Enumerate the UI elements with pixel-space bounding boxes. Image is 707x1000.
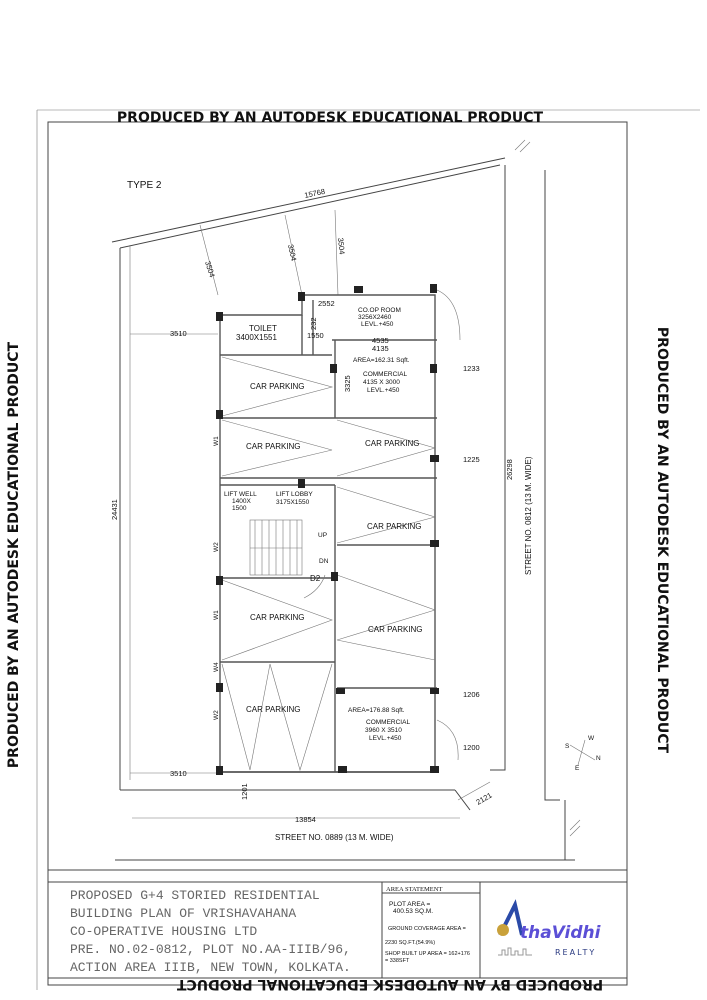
site-boundary: 15768 24431 26298 3504 3504 3504 3510 35…: [110, 157, 514, 824]
room-commercial-1-level: LEVL.+450: [367, 387, 400, 394]
shop-area-label: SHOP BUILT UP AREA = 162+176: [385, 951, 470, 957]
room-commercial-2-area: AREA=176.88 Sqft.: [348, 707, 405, 714]
title-line-3: CO-OPERATIVE HOUSING LTD: [70, 924, 257, 939]
dim-left-height: 24431: [110, 499, 119, 520]
title-line-2: BUILDING PLAN OF VRISHAVAHANA: [70, 906, 296, 921]
car-parking-7: CAR PARKING: [246, 705, 301, 714]
dim-setback-b: 3504: [286, 244, 298, 262]
dim-4535: 4535: [372, 336, 389, 345]
dim-4135: 4135: [372, 344, 389, 353]
stair-up: UP: [318, 532, 327, 539]
dim-right-1233: 1233: [463, 364, 480, 373]
room-coop: CO.OP ROOM: [358, 307, 401, 314]
shop-area-value: = 338SFT: [385, 958, 410, 964]
car-parking-5: CAR PARKING: [250, 613, 305, 622]
compass-w: W: [588, 735, 595, 742]
logo-text: thaVidhi: [520, 923, 602, 943]
room-commercial-2: COMMERCIAL: [366, 719, 410, 726]
window-w1-a: W1: [213, 436, 220, 446]
window-w1-b: W1: [213, 610, 220, 620]
dim-right-height: 26298: [505, 459, 514, 480]
compass-icon: W S N E: [565, 735, 601, 772]
room-commercial-1-area: AREA=162.31 Sqft.: [353, 357, 410, 364]
watermark-right: PRODUCED BY AN AUTODESK EDUCATIONAL PROD…: [654, 327, 670, 754]
drawing-type-label: TYPE 2: [127, 180, 162, 191]
dim-corner: 2121: [475, 791, 494, 807]
dim-right-1200: 1200: [463, 743, 480, 752]
sheet-frame: [36, 109, 700, 990]
dim-setback-c: 3504: [336, 237, 347, 255]
compass-e: E: [575, 765, 580, 772]
title-line-4: PRE. NO.02-0812, PLOT NO.AA-IIIB/96,: [70, 942, 351, 957]
window-w4: W4: [213, 662, 220, 672]
room-commercial-2-size: 3960 X 3510: [365, 727, 402, 734]
car-parking-6: CAR PARKING: [368, 625, 423, 634]
dim-2552: 2552: [318, 299, 335, 308]
columns: [216, 284, 439, 775]
dim-setback-a: 3504: [203, 260, 217, 279]
ground-coverage-label: GROUND COVERAGE AREA =: [388, 926, 466, 932]
ground-coverage-value: 2230 SQ.FT.(54.9%): [385, 940, 435, 946]
window-w2-a: W2: [213, 542, 220, 552]
title-line-5: ACTION AREA IIIB, NEW TOWN, KOLKATA.: [70, 960, 351, 975]
dim-right-1206: 1206: [463, 690, 480, 699]
watermark-top: PRODUCED BY AN AUTODESK EDUCATIONAL PROD…: [117, 110, 544, 126]
car-parking-1: CAR PARKING: [250, 382, 305, 391]
lift-well-size-1: 1400X: [232, 498, 251, 505]
room-commercial-1-size: 4135 X 3000: [363, 379, 400, 386]
lift-well-size-2: 1500: [232, 505, 247, 512]
room-toilet: TOILET: [249, 324, 277, 333]
street-bottom-label: STREET NO. 0889 (13 M. WIDE): [275, 833, 394, 842]
plot-area-value: 400.53 SQ.M.: [393, 908, 433, 915]
staircase: [249, 519, 303, 576]
compass-s: S: [565, 743, 570, 750]
room-toilet-size: 3400X1551: [236, 333, 277, 342]
dim-left-top: 3510: [170, 329, 187, 338]
stair-down: DN: [319, 558, 329, 565]
streets: STREET NO. 0812 (13 M. WIDE) STREET NO. …: [115, 139, 581, 861]
window-w2-b: W2: [213, 710, 220, 720]
watermark-left: PRODUCED BY AN AUTODESK EDUCATIONAL PROD…: [6, 341, 22, 768]
room-coop-level: LEVL.+450: [361, 321, 394, 328]
watermark-bottom: PRODUCED BY AN AUTODESK EDUCATIONAL PROD…: [176, 976, 603, 992]
room-commercial-2-level: LEVL.+450: [369, 735, 402, 742]
street-right-label: STREET NO. 0812 (13 M. WIDE): [524, 456, 533, 575]
room-commercial-1: COMMERCIAL: [363, 371, 407, 378]
dim-right-1225: 1225: [463, 455, 480, 464]
car-parking-4: CAR PARKING: [367, 522, 422, 531]
title-block: PROPOSED G+4 STORIED RESIDENTIAL BUILDIN…: [47, 869, 628, 979]
dim-232: 232: [309, 317, 318, 330]
plot-area-label: PLOT AREA =: [389, 901, 430, 908]
room-coop-size: 3256X2460: [358, 314, 392, 321]
lift-well: LIFT WELL: [224, 491, 257, 498]
area-statement-heading: AREA STATEMENT: [386, 886, 442, 893]
dim-left-bottom: 3510: [170, 769, 187, 778]
dim-1550: 1550: [307, 331, 324, 340]
car-parking-2: CAR PARKING: [246, 442, 301, 451]
arthavidhi-logo: thaVidhi REALTY: [497, 899, 602, 957]
dim-bottom-gap: 1201: [240, 783, 249, 800]
car-parking-3: CAR PARKING: [365, 439, 420, 448]
compass-n: N: [596, 755, 601, 762]
dim-3325: 3325: [343, 375, 352, 392]
dim-top-boundary: 15768: [304, 187, 326, 200]
lift-lobby-size: 3175X1550: [276, 499, 310, 506]
logo-subtext: REALTY: [555, 948, 596, 957]
lift-lobby: LIFT LOBBY: [276, 491, 313, 498]
door-d2: D2: [310, 574, 321, 583]
title-line-1: PROPOSED G+4 STORIED RESIDENTIAL: [70, 888, 320, 903]
dim-bottom-width: 13854: [295, 815, 316, 824]
building-plan: TOILET 3400X1551 CO.OP ROOM 3256X2460 LE…: [213, 284, 461, 775]
